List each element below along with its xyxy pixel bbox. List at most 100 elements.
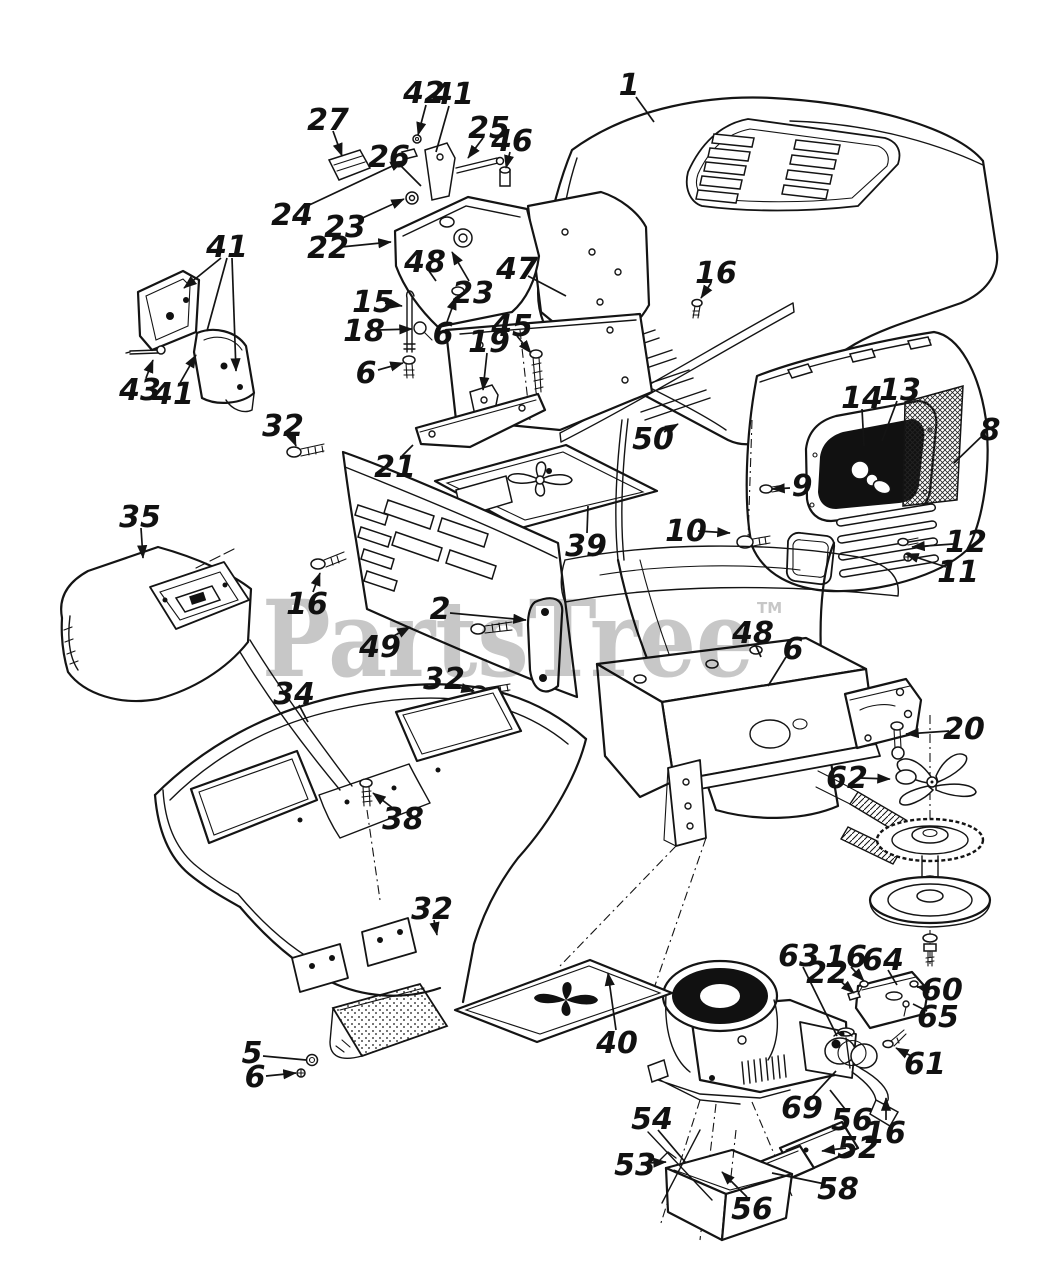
part-number-callout: 23 (324, 210, 366, 245)
callout-leader-line (754, 643, 762, 658)
callout-leader-line (767, 656, 787, 687)
callout-leader-line (377, 361, 404, 372)
part-number-callout: 35 (119, 500, 161, 535)
callout-leader-line (912, 1003, 928, 1012)
callout-leader-line (451, 251, 470, 282)
screw-12 (897, 537, 909, 547)
screw-38 (359, 778, 373, 788)
part-number-callout: 42 (402, 76, 445, 111)
callout-leader-line (340, 238, 392, 249)
part-number-callout: 40 (595, 1026, 638, 1061)
callout-leader-line (401, 444, 414, 457)
bolt-6b (451, 286, 465, 296)
callout-leader-line (647, 1157, 667, 1168)
callout-leader-line (861, 408, 865, 447)
pulley-assembly (815, 770, 992, 968)
part-number-callout: 69 (781, 1091, 823, 1126)
part-number-callout: 45 (490, 309, 533, 344)
part-number-callout: 22 (806, 956, 848, 991)
dash-assembly (327, 134, 654, 449)
callout-leader-line (829, 1089, 846, 1110)
callout-leader-line (771, 483, 791, 494)
part-number-callout: 32 (411, 892, 453, 927)
hood-trim-strip (559, 302, 795, 443)
screw-9 (759, 484, 773, 494)
headlamp-pocket (785, 531, 836, 586)
callout-leader-line (230, 257, 241, 372)
callout-leader-line (310, 572, 321, 593)
part-number-callout: 47 (495, 252, 538, 287)
bolt-6 (402, 355, 416, 365)
muffler-group (824, 970, 930, 1128)
part-number-callout: 56 (831, 1103, 873, 1138)
clip-18 (413, 321, 427, 335)
part-number-callout: 41 (151, 377, 194, 412)
part-number-callout: 16 (695, 256, 737, 291)
part-number-callout: 25 (468, 111, 510, 146)
part-number-callout: 16 (286, 587, 328, 622)
side-panel-35 (60, 545, 353, 791)
callout-leader-line (206, 257, 228, 332)
part-number-callout: 11 (937, 555, 979, 590)
callout-leader-line (179, 354, 197, 384)
screw-16c (859, 980, 869, 988)
clip-24 (400, 148, 419, 160)
callout-leader-line (416, 104, 427, 136)
callout-leader-line (604, 972, 617, 1031)
callout-leader-line (663, 423, 679, 435)
part-number-callout: 61 (904, 1047, 946, 1082)
callout-leader-line (802, 966, 838, 1037)
grille-housing (736, 330, 989, 593)
screw-16 (310, 558, 326, 570)
part-number-callout: 46 (490, 124, 533, 159)
part-number-callout: 13 (879, 373, 921, 408)
part-number-callout: 2 (430, 592, 451, 627)
callout-leader-line (446, 296, 457, 323)
callout-leader-line (376, 324, 413, 335)
callout-leader-line (527, 275, 567, 297)
part-number-callout: 53 (614, 1148, 656, 1183)
part-number-callout: 32 (423, 662, 465, 697)
callout-leader-line (435, 105, 450, 153)
part-number-callout: 58 (817, 1172, 859, 1207)
callout-leader-line (887, 969, 898, 986)
fender-34 (153, 683, 588, 1004)
bracket-21 (414, 392, 547, 449)
part-number-callout: 60 (921, 973, 963, 1008)
part-number-callout: 16 (825, 940, 867, 975)
part-number-callout: 6 (245, 1060, 266, 1095)
part-number-callout: 62 (826, 761, 868, 796)
callout-leader-line (304, 160, 404, 208)
part-number-callout: 6 (783, 632, 804, 667)
part-number-callout: 20 (943, 712, 985, 747)
callout-leader-line (429, 919, 440, 936)
lever-25 (455, 157, 499, 174)
part-number-callout: 65 (917, 1000, 959, 1035)
left-footrest-opening (189, 749, 319, 845)
part-number-callout: 5 (242, 1036, 263, 1071)
part-number-callout: 21 (374, 450, 416, 485)
callout-leader-line (895, 1047, 914, 1059)
callout-leader-line (697, 527, 731, 538)
watermark-tm: TM (757, 599, 782, 617)
fan-62 (895, 715, 977, 830)
nut-5 (305, 1053, 319, 1067)
part-number-callout: 9 (792, 469, 813, 504)
pad-27 (327, 149, 372, 181)
callout-leader-line (504, 151, 515, 169)
part-number-callout: 23 (452, 276, 494, 311)
bracket-41-top (424, 142, 456, 201)
hardware (691, 298, 703, 319)
screw-45 (529, 349, 543, 359)
part-number-callout: 10 (665, 514, 707, 549)
part-number-callout: 63 (778, 939, 820, 974)
callout-leader-line (467, 137, 484, 159)
part-number-callout: 56 (731, 1192, 773, 1227)
washer-42 (412, 134, 422, 144)
callout-leader-line (389, 626, 411, 639)
part-number-callout: 43 (118, 373, 161, 408)
callout-leader-line (635, 96, 655, 123)
headlight-opening (818, 419, 925, 509)
callout-leader-line (262, 1055, 307, 1061)
